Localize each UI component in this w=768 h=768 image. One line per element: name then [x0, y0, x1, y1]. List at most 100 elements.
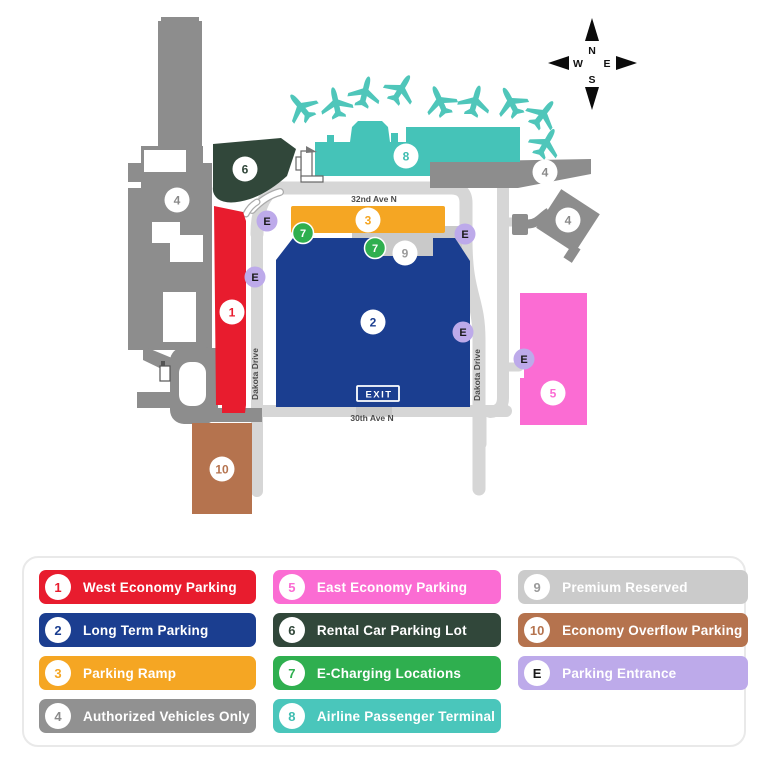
- marker-6[interactable]: 6: [232, 156, 258, 182]
- legend-label: East Economy Parking: [316, 579, 468, 595]
- compass-rose: N S W E: [548, 18, 637, 110]
- legend-item-terminal[interactable]: 8 Airline Passenger Terminal: [272, 699, 502, 733]
- marker-entrance-east[interactable]: E: [452, 321, 474, 343]
- legend-item-parking-entrance[interactable]: E Parking Entrance: [518, 656, 749, 690]
- svg-text:8: 8: [403, 150, 410, 164]
- legend-item-parking-ramp[interactable]: 3 Parking Ramp: [39, 656, 256, 690]
- svg-text:10: 10: [215, 463, 229, 477]
- marker-5[interactable]: 5: [540, 380, 566, 406]
- svg-text:1: 1: [229, 306, 236, 320]
- authorized-bar-top-right[interactable]: [430, 159, 591, 188]
- terminal-roof-tab: [391, 133, 398, 142]
- airplane-icon: [418, 79, 461, 122]
- legend-item-economy-overflow[interactable]: 10 Economy Overflow Parking: [518, 613, 749, 647]
- legend-label: West Economy Parking: [83, 579, 237, 595]
- legend-item-east-economy[interactable]: 5 East Economy Parking: [272, 570, 502, 604]
- marker-8[interactable]: 8: [393, 143, 419, 169]
- svg-text:E: E: [263, 216, 270, 228]
- svg-text:7: 7: [300, 228, 306, 240]
- legend-badge-2: 2: [45, 617, 71, 643]
- legend-label: Long Term Parking: [83, 622, 209, 638]
- marker-4-complex[interactable]: 4: [164, 187, 190, 213]
- charging-station-icon: [159, 361, 171, 382]
- airplane-icon: [524, 121, 568, 165]
- svg-text:3: 3: [365, 214, 372, 228]
- svg-text:4: 4: [174, 194, 181, 208]
- legend-label: Parking Entrance: [562, 665, 677, 681]
- airplane-icon: [455, 81, 495, 121]
- svg-text:6: 6: [242, 163, 249, 177]
- legend-label: Economy Overflow Parking: [562, 622, 743, 638]
- marker-entrance-ne[interactable]: E: [454, 223, 476, 245]
- legend-label: E-Charging Locations: [316, 665, 462, 681]
- terminal-roof-tab: [327, 135, 334, 142]
- marker-4-square[interactable]: 4: [555, 207, 581, 233]
- svg-text:9: 9: [402, 247, 409, 261]
- legend-item-west-economy[interactable]: 1 West Economy Parking: [39, 570, 256, 604]
- curved-ramp-roads: [242, 188, 284, 218]
- legend-label: Rental Car Parking Lot: [316, 622, 467, 638]
- marker-entrance-west[interactable]: E: [244, 266, 266, 288]
- airport-map: 32nd Ave N 30th Ave N Dakota Drive Dakot…: [128, 17, 637, 514]
- airplane-icon: [489, 80, 533, 124]
- legend-badge-9: 9: [524, 574, 551, 600]
- marker-entrance-pink[interactable]: E: [513, 348, 535, 370]
- svg-text:4: 4: [565, 214, 572, 228]
- svg-text:E: E: [461, 229, 468, 241]
- legend-badge-e: E: [524, 660, 551, 686]
- terminal-8-building[interactable]: [315, 121, 520, 176]
- marker-1[interactable]: 1: [219, 299, 245, 325]
- legend-badge-5: 5: [278, 574, 305, 600]
- svg-text:5: 5: [550, 387, 557, 401]
- marker-7-ramp-east[interactable]: 7: [363, 236, 387, 260]
- compass-south-arrow: [585, 87, 599, 110]
- svg-text:4: 4: [542, 166, 549, 180]
- legend-badge-1: 1: [45, 574, 71, 600]
- street-label-32nd: 32nd Ave N: [351, 194, 397, 204]
- map-markers: 1 2 3 4 4 4 5 6 8 9 10 7 7 E E E E E: [164, 143, 581, 482]
- legend-badge-4: 4: [45, 703, 71, 729]
- street-label-30th: 30th Ave N: [350, 413, 393, 423]
- svg-text:E: E: [520, 354, 527, 366]
- legend-item-premium-reserved[interactable]: 9 Premium Reserved: [518, 570, 749, 604]
- legend-badge-10: 10: [524, 617, 551, 643]
- compass-east-arrow: [616, 56, 637, 70]
- svg-text:E: E: [459, 327, 466, 339]
- marker-4-bar[interactable]: 4: [532, 159, 558, 185]
- airplane-icon: [379, 66, 424, 111]
- legend-badge-8: 8: [278, 703, 305, 729]
- marker-7-ramp-west[interactable]: 7: [291, 221, 315, 245]
- flag-icon: [306, 146, 317, 153]
- airplane-icon: [520, 91, 566, 137]
- svg-text:E: E: [251, 272, 258, 284]
- svg-text:EXIT: EXIT: [365, 390, 392, 401]
- legend-label: Airline Passenger Terminal: [316, 708, 496, 724]
- legend-badge-3: 3: [45, 660, 71, 686]
- marker-3[interactable]: 3: [355, 207, 381, 233]
- lot-5-east-economy[interactable]: [520, 293, 587, 425]
- svg-text:S: S: [588, 74, 595, 86]
- marker-10[interactable]: 10: [209, 456, 235, 482]
- terminal-side-buildings: [295, 150, 324, 183]
- legend-badge-6: 6: [278, 617, 305, 643]
- compass-west-arrow: [548, 56, 569, 70]
- legend-item-rental-car[interactable]: 6 Rental Car Parking Lot: [272, 613, 502, 647]
- exit-sign: EXIT: [356, 385, 400, 402]
- marker-entrance-nw[interactable]: E: [256, 210, 278, 232]
- marker-9[interactable]: 9: [392, 240, 418, 266]
- legend-item-authorized[interactable]: 4 Authorized Vehicles Only: [39, 699, 256, 733]
- legend-label: Premium Reserved: [562, 579, 688, 595]
- legend-card: 1 West Economy Parking 2 Long Term Parki…: [22, 556, 749, 747]
- road-outer-right: [484, 164, 509, 418]
- legend-item-e-charging[interactable]: 7 E-Charging Locations: [272, 656, 502, 690]
- compass-north-arrow: [585, 18, 599, 41]
- runway-tower-structure: [158, 17, 202, 146]
- legend-grid: 1 West Economy Parking 2 Long Term Parki…: [39, 570, 749, 733]
- legend-item-long-term[interactable]: 2 Long Term Parking: [39, 613, 256, 647]
- airplane-icon: [278, 84, 324, 130]
- legend-badge-7: 7: [278, 660, 305, 686]
- marker-2[interactable]: 2: [360, 309, 386, 335]
- svg-text:W: W: [573, 58, 583, 70]
- svg-text:2: 2: [370, 316, 377, 330]
